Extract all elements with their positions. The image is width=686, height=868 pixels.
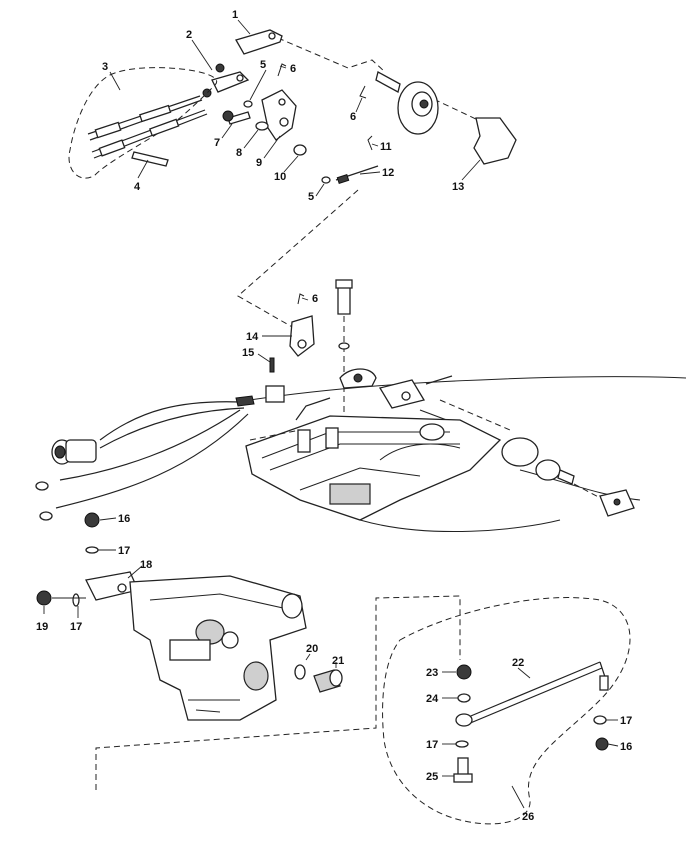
callout-17d: 17 [620, 715, 632, 727]
washer-5a [243, 100, 253, 108]
callout-11: 11 [380, 141, 392, 153]
washer-17b [72, 593, 80, 607]
link-rod-22 [455, 661, 609, 727]
cotter-pin-6c [297, 293, 305, 305]
kit-boundary [382, 597, 631, 825]
callout-labels: 1 2 3 4 5 6 7 8 9 10 11 12 5 6 13 6 14 1… [36, 9, 632, 823]
callout-7: 7 [214, 137, 220, 149]
cowling-outline [249, 376, 686, 401]
assembly-leader-top [277, 37, 386, 73]
callout-19: 19 [36, 621, 48, 633]
callout-14: 14 [246, 331, 259, 343]
callout-17b: 17 [70, 621, 82, 633]
washer-17c [455, 740, 469, 748]
callout-21: 21 [332, 655, 344, 667]
callout-12: 12 [382, 167, 394, 179]
leader-lines [43, 19, 619, 809]
shift-cable [91, 109, 208, 159]
callout-16b: 16 [620, 741, 632, 753]
callout-25: 25 [426, 771, 438, 783]
callout-22: 22 [512, 657, 524, 669]
bushing-21 [313, 669, 343, 693]
ring-terminal-b [39, 511, 53, 521]
callout-20: 20 [306, 643, 318, 655]
callout-2: 2 [186, 29, 192, 41]
ring-terminal-a [35, 481, 49, 491]
callout-10: 10 [274, 171, 286, 183]
screw-7 [222, 110, 251, 125]
callout-16a: 16 [118, 513, 130, 525]
nut-16a [84, 512, 100, 528]
kit-leader [95, 595, 461, 790]
callout-26: 26 [522, 811, 534, 823]
cable-clip [131, 151, 169, 167]
link-rod-12 [335, 165, 379, 185]
callout-5b: 5 [308, 191, 314, 203]
callout-23: 23 [426, 667, 438, 679]
link-lever [235, 29, 283, 55]
washer-17d [593, 715, 607, 725]
throttle-shaft [359, 71, 439, 135]
callout-9: 9 [256, 157, 262, 169]
o-ring-20 [294, 664, 306, 680]
washer-17a [85, 546, 99, 554]
washer-8 [255, 121, 269, 131]
bushing-10 [293, 144, 307, 156]
harness-plug [51, 439, 97, 465]
cam-plate [473, 117, 517, 165]
cowling-lower [359, 519, 561, 533]
cotter-pin-6a [277, 63, 287, 77]
callout-15: 15 [242, 347, 254, 359]
wiring-harness [55, 395, 255, 509]
washer-24 [457, 693, 471, 703]
callout-6a: 6 [290, 63, 296, 75]
callout-17a: 17 [118, 545, 130, 557]
lower-housing [129, 575, 307, 721]
callout-6c: 6 [312, 293, 318, 305]
callout-13: 13 [452, 181, 464, 193]
nut-23 [456, 664, 472, 680]
callout-1: 1 [232, 9, 238, 21]
bolt-25 [453, 757, 473, 783]
cable-boundary [68, 67, 218, 179]
routing-leader [237, 189, 359, 329]
callout-17c: 17 [426, 739, 438, 751]
callout-8: 8 [236, 147, 242, 159]
callout-5a: 5 [260, 59, 266, 71]
callout-6b: 6 [350, 111, 356, 123]
nut-19 [36, 590, 52, 606]
pin-15 [269, 357, 275, 373]
cotter-pin-11 [367, 135, 373, 151]
cable-bracket [261, 89, 297, 141]
callout-18: 18 [140, 559, 152, 571]
callout-24: 24 [426, 693, 439, 705]
engine-frame [245, 397, 502, 521]
nut-16b [595, 737, 609, 751]
callout-4: 4 [134, 181, 141, 193]
sensor-connector [265, 385, 285, 403]
cable-lever [202, 63, 250, 98]
frame-bolt [335, 279, 353, 420]
throttle-cable [87, 95, 203, 141]
callout-3: 3 [102, 61, 108, 73]
washer-5b [321, 176, 331, 184]
shift-lever-14 [289, 315, 315, 357]
